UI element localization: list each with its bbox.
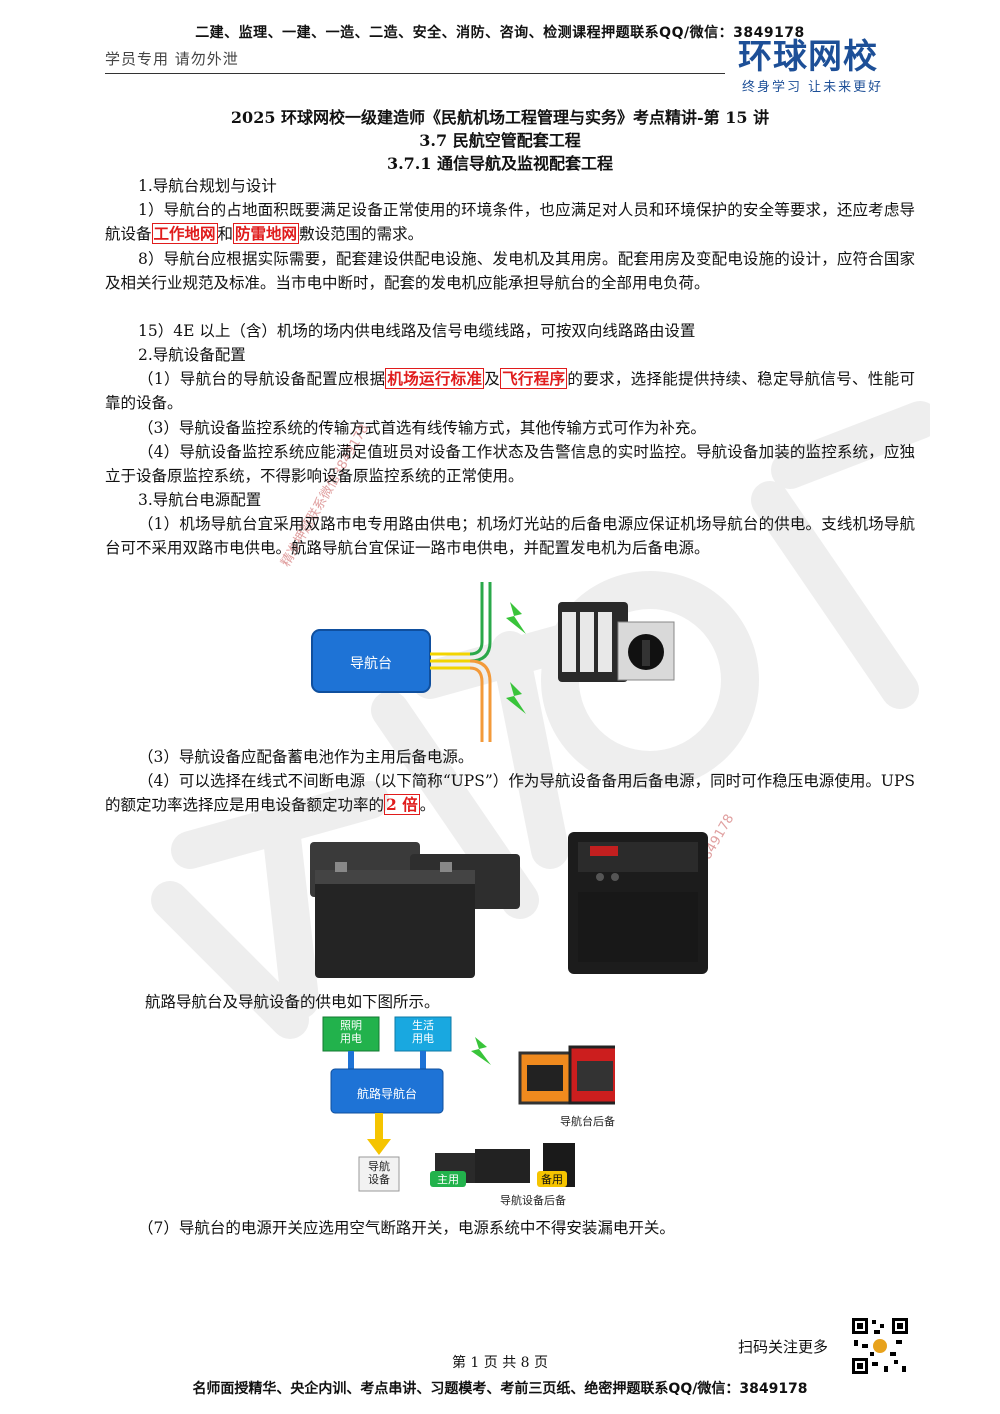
heading-1: 1.导航台规划与设计: [138, 177, 277, 195]
logo-slogan: 终身学习 让未来更好: [742, 80, 884, 95]
down-arrow-icon: [367, 1113, 391, 1155]
diagram-caption: 航路导航台及导航设备的供电如下图所示。: [145, 993, 440, 1011]
highlight-flight-procedure: 飞行程序: [500, 368, 568, 389]
dual-supply-figure: [311, 582, 675, 742]
changeover-switch-image: [558, 602, 675, 682]
main-label: 主用: [430, 1171, 466, 1187]
doc-title: 2025 环球网校一级建造师《民航机场工程管理与实务》考点精讲-第 15 讲: [230, 108, 770, 127]
lightning-icon: [506, 682, 526, 714]
equipment-box: [358, 1156, 400, 1192]
highlight-operating-standard: 机场运行标准: [385, 368, 485, 389]
navigation-station-label: 导航台: [350, 656, 392, 672]
lighting-label: 照明 用电: [340, 1019, 362, 1045]
paragraph-4: （1）导航台的导航设备配置应根据机场运行标准及飞行程序的要求，选择能提供持续、稳…: [105, 368, 915, 412]
paragraph-5: （3）导航设备监控系统的传输方式首选有线传输方式，其他传输方式可作为补充。: [138, 419, 706, 437]
paragraph-2: 8）导航台应根据实际需要，配套建设供配电设施、发电机及其用房。配套用房及变配电设…: [105, 250, 915, 292]
scan-follow-text: 扫码关注更多: [738, 1338, 829, 1356]
student-only-note: 学员专用 请勿外泄: [105, 50, 239, 68]
route-station-box: [330, 1068, 444, 1114]
living-label: 生活 用电: [412, 1019, 434, 1045]
subsection-title: 3.7.1 通信导航及监视配套工程: [386, 154, 614, 173]
living-box: [394, 1016, 452, 1052]
logo-text: 环球网校: [738, 37, 878, 77]
station-backup-label: 导航台后备: [560, 1115, 615, 1128]
equipment-label: 导航 设备: [368, 1160, 390, 1186]
brand-logo: 环球网校 终身学习 让未来更好: [738, 38, 918, 98]
lightning-icon: [471, 1037, 491, 1065]
heading-3: 3.导航台电源配置: [138, 491, 262, 509]
qr-code-icon[interactable]: [850, 1316, 910, 1376]
highlight-lightning-grounding: 防雷地网: [233, 223, 300, 244]
equipment-backup-label: 导航设备后备: [500, 1194, 566, 1207]
section-title: 3.7 民航空管配套工程: [419, 131, 581, 150]
heading-2: 2.导航设备配置: [138, 346, 246, 364]
paragraph-3: 15）4E 以上（含）机场的场内供电线路及信号电缆线路，可按双向线路路由设置: [138, 322, 696, 340]
ups-image: [568, 832, 708, 974]
battery-ups-figure: [310, 832, 708, 978]
lighting-box: [322, 1016, 380, 1052]
header-rule: [105, 73, 725, 74]
paragraph-1: 1）导航台的占地面积既要满足设备正常使用的环境条件，也应满足对人员和环境保护的安…: [105, 201, 915, 244]
paragraph-7: （1）机场导航台宜采用双路市电专用路由供电；机场灯光站的后备电源应保证机场导航台…: [105, 515, 915, 557]
lightning-icon: [506, 602, 526, 634]
bottom-contact-banner: 名师面授精华、央企内训、考点串讲、习题模考、考前三页纸、绝密押题联系QQ/微信：…: [192, 1381, 808, 1397]
backup-label: 备用: [537, 1171, 567, 1187]
paragraph-10: （7）导航台的电源开关应选用空气断路开关，电源系统中不得安装漏电开关。: [138, 1219, 675, 1237]
paragraph-8: （3）导航设备应配备蓄电池作为主用后备电源。: [138, 748, 474, 766]
generator-image: [518, 1045, 615, 1105]
top-contact-banner: 二建、监理、一建、一造、二造、安全、消防、咨询、检测课程押题联系QQ/微信：38…: [195, 25, 805, 41]
highlight-two-times: 2 倍: [384, 794, 420, 815]
battery-image: [310, 842, 520, 978]
highlight-work-grounding: 工作地网: [151, 223, 218, 244]
paragraph-9: （4）可以选择在线式不间断电源（以下简称“UPS”）作为导航设备备用后备电源，同…: [105, 772, 915, 815]
page-number: 第 1 页 共 8 页: [451, 1355, 549, 1371]
route-station-label: 航路导航台: [356, 1087, 417, 1101]
paragraph-6: （4）导航设备监控系统应能满足值班员对设备工作状态及告警信息的实时监控。导航设备…: [105, 443, 915, 485]
